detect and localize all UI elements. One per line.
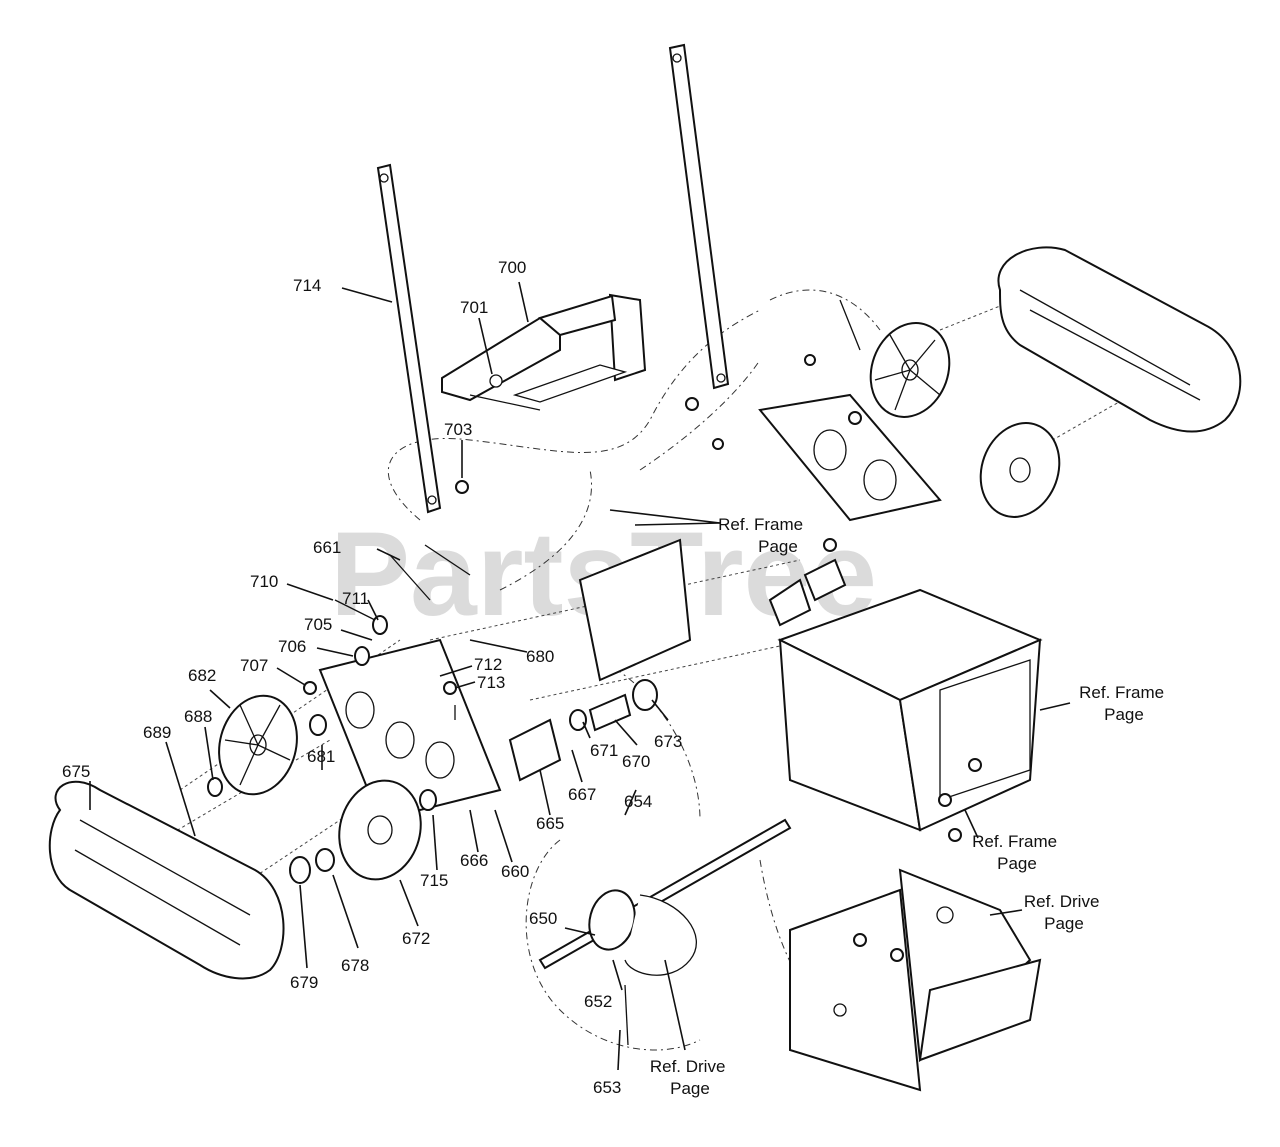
callout-707: 707 bbox=[240, 656, 268, 675]
callout-673: 673 bbox=[654, 732, 682, 751]
left-track bbox=[48, 780, 285, 980]
callout-666: 666 bbox=[460, 851, 488, 870]
callout-715: 715 bbox=[420, 871, 448, 890]
ref-frame-lower: Ref. Frame Page bbox=[972, 832, 1062, 873]
callout-713: 713 bbox=[477, 673, 505, 692]
ref-frame-lower-line2: Page bbox=[997, 854, 1037, 873]
ref-drive-right: Ref. Drive Page bbox=[1024, 892, 1104, 933]
callout-680: 680 bbox=[526, 647, 554, 666]
right-side-plate bbox=[758, 393, 942, 522]
callout-711: 711 bbox=[342, 589, 369, 608]
ref-frame-right: Ref. Frame Page bbox=[1079, 683, 1169, 724]
ref-drive-right-line2: Page bbox=[1044, 914, 1084, 933]
lift-bracket bbox=[441, 293, 647, 411]
drive-plate bbox=[789, 868, 1042, 1092]
callout-670: 670 bbox=[622, 752, 650, 771]
callout-682: 682 bbox=[188, 666, 216, 685]
callout-665: 665 bbox=[536, 814, 564, 833]
callout-653: 653 bbox=[593, 1078, 621, 1097]
ref-drive-bottom: Ref. Drive Page bbox=[650, 1057, 730, 1098]
callout-667: 667 bbox=[568, 785, 596, 804]
upper-right-sprocket bbox=[979, 422, 1061, 518]
callout-681: 681 bbox=[307, 747, 335, 766]
callout-671: 671 bbox=[590, 741, 618, 760]
callout-703: 703 bbox=[444, 420, 472, 439]
callout-numbers: 714 700 701 703 661 710 711 705 706 707 … bbox=[62, 258, 682, 1097]
callout-705: 705 bbox=[304, 615, 332, 634]
reference-labels: Ref. Frame Page Ref. Frame Page Ref. Fra… bbox=[650, 515, 1169, 1098]
ref-frame-lower-line1: Ref. Frame bbox=[972, 832, 1057, 851]
callout-710: 710 bbox=[250, 572, 278, 591]
ref-frame-right-line2: Page bbox=[1104, 705, 1144, 724]
callout-675: 675 bbox=[62, 762, 90, 781]
leader-lines bbox=[89, 281, 1071, 1071]
center-plate bbox=[578, 538, 692, 682]
left-wheel bbox=[218, 694, 298, 796]
callout-650: 650 bbox=[529, 909, 557, 928]
ref-frame-top-line1: Ref. Frame bbox=[718, 515, 803, 534]
ref-frame-top-line2: Page bbox=[758, 537, 798, 556]
ref-drive-right-line1: Ref. Drive bbox=[1024, 892, 1100, 911]
upper-right-track bbox=[997, 246, 1242, 433]
callout-654: 654 bbox=[624, 792, 652, 811]
frame-plate bbox=[777, 588, 1043, 832]
callout-706: 706 bbox=[278, 637, 306, 656]
callout-714: 714 bbox=[293, 276, 321, 295]
callout-688: 688 bbox=[184, 707, 212, 726]
callout-701: 701 bbox=[460, 298, 488, 317]
ref-drive-bottom-line2: Page bbox=[670, 1079, 710, 1098]
ref-drive-bottom-line1: Ref. Drive bbox=[650, 1057, 726, 1076]
callout-652: 652 bbox=[584, 992, 612, 1011]
hardware bbox=[207, 299, 982, 1046]
lift-arm-left bbox=[376, 163, 442, 514]
ref-frame-right-line1: Ref. Frame bbox=[1079, 683, 1164, 702]
callout-700: 700 bbox=[498, 258, 526, 277]
callout-672: 672 bbox=[402, 929, 430, 948]
upper-right-wheel bbox=[869, 322, 951, 418]
callout-661: 661 bbox=[313, 538, 341, 557]
lift-arm-right bbox=[668, 43, 730, 390]
callout-689: 689 bbox=[143, 723, 171, 742]
callout-712: 712 bbox=[474, 655, 502, 674]
ref-frame-top: Ref. Frame Page bbox=[718, 515, 808, 556]
callout-679: 679 bbox=[290, 973, 318, 992]
left-sprocket bbox=[338, 779, 422, 881]
callout-660: 660 bbox=[501, 862, 529, 881]
drive-axle bbox=[538, 818, 792, 976]
callout-678: 678 bbox=[341, 956, 369, 975]
